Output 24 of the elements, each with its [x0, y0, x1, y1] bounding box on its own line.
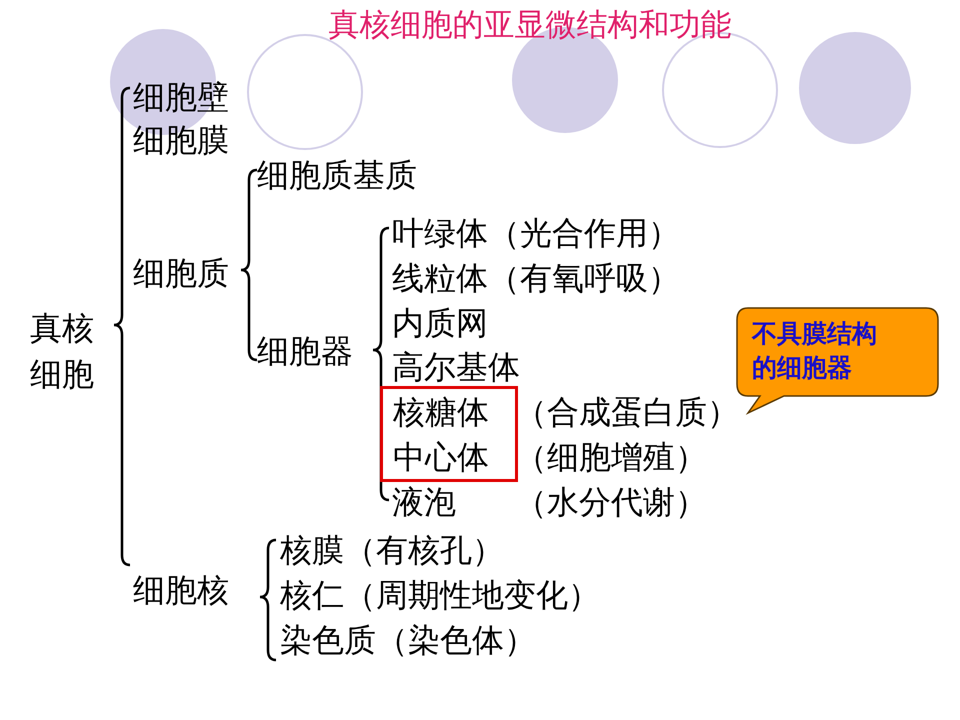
title: 真核细胞的亚显微结构和功能 — [328, 8, 732, 42]
highlight-box — [380, 386, 518, 482]
label-text: 真核细胞 — [30, 308, 95, 396]
label-text: 核膜（有核孔） — [280, 533, 504, 568]
label-text: 细胞器 — [257, 334, 353, 370]
label-text: 细胞质 — [133, 256, 229, 292]
label-text: 高尔基体 — [392, 350, 520, 386]
label-text: 细胞膜 — [133, 123, 229, 158]
label-text: 线粒体（有氧呼吸） — [392, 261, 680, 296]
label-text: 核仁（周期性地变化） — [280, 578, 600, 614]
callout-bubble — [736, 307, 940, 415]
label-text: （合成蛋白质） — [515, 395, 739, 430]
callout-text: 不具膜结构的细胞器 — [752, 318, 878, 384]
label-text: 液泡 — [392, 485, 456, 520]
label-text: 染色质（染色体） — [280, 623, 536, 658]
label-text: （水分代谢） — [515, 485, 707, 520]
label-text: （细胞增殖） — [515, 440, 707, 476]
label-text: 中心体 — [393, 440, 489, 476]
label-text: 细胞壁 — [133, 80, 229, 116]
label-text: 细胞质基质 — [257, 158, 417, 194]
label-text: 细胞核 — [133, 573, 229, 608]
label-text: 内质网 — [392, 306, 488, 342]
label-text: 叶绿体（光合作用） — [392, 216, 680, 252]
label-text: 核糖体 — [393, 395, 489, 430]
